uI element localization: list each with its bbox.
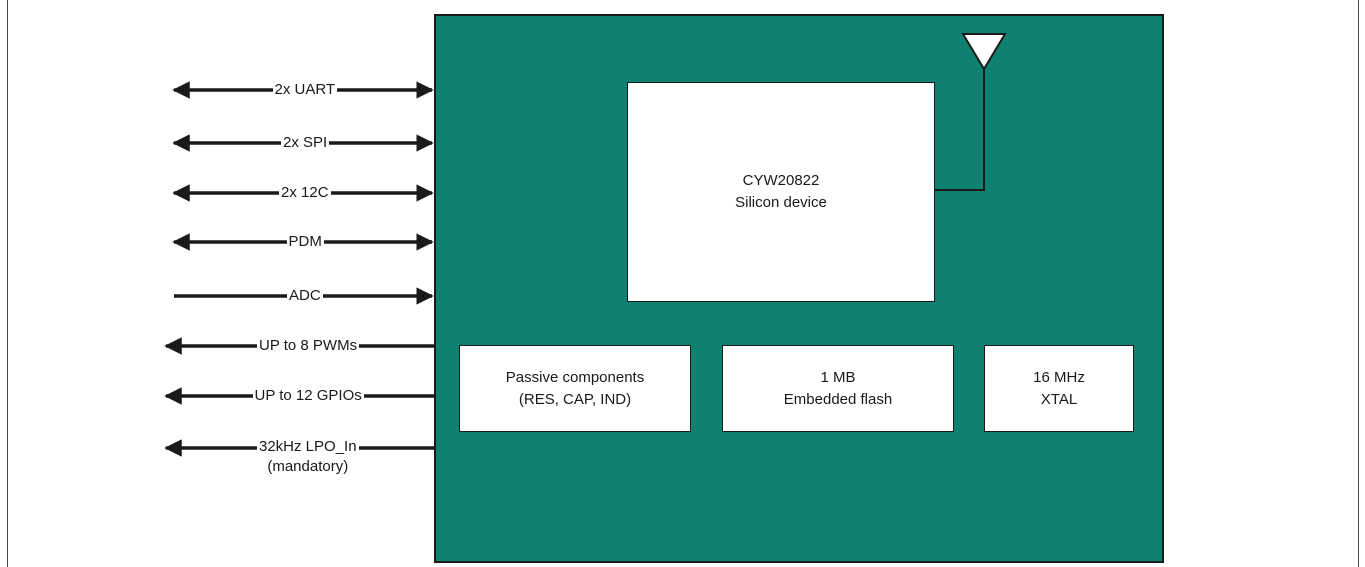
signal-label-text: 2x SPI xyxy=(283,134,328,151)
signal-label-text: 32kHz LPO_In xyxy=(259,438,357,455)
passive-components-box: Passive components (RES, CAP, IND) xyxy=(459,345,691,432)
signal-label-text: 2x 12C xyxy=(281,184,329,201)
xtal-box: 16 MHz XTAL xyxy=(984,345,1134,432)
silicon-device-box: CYW20822 Silicon device xyxy=(627,82,935,302)
signal-label-text: UP to 12 GPIOs xyxy=(254,387,362,404)
xtal-frequency: 16 MHz xyxy=(1033,368,1085,386)
chip-name: CYW20822 xyxy=(742,172,820,190)
passive-detail: (RES, CAP, IND) xyxy=(518,390,632,408)
flash-label: Embedded flash xyxy=(783,390,893,408)
signal-label: 32kHz LPO_In (mandatory) xyxy=(257,437,359,478)
xtal-label: XTAL xyxy=(1040,390,1078,408)
diagram-frame xyxy=(7,0,1359,567)
signal-label: PDM xyxy=(286,232,324,253)
embedded-flash-box: 1 MB Embedded flash xyxy=(722,345,954,432)
chip-description: Silicon device xyxy=(735,194,827,211)
antenna-icon xyxy=(935,33,1007,191)
signal-label-text: PDM xyxy=(288,233,322,250)
signal-label: 2x UART xyxy=(272,80,338,101)
flash-size: 1 MB xyxy=(820,368,856,386)
signal-label: 2x SPI xyxy=(281,133,330,154)
passive-title: Passive components xyxy=(505,368,645,386)
signal-label: UP to 8 PWMs xyxy=(257,336,360,357)
signal-label-text: ADC xyxy=(289,287,321,304)
signal-label-text: UP to 8 PWMs xyxy=(259,337,358,354)
signal-label: ADC xyxy=(287,286,323,307)
signal-label-text: 2x UART xyxy=(274,81,336,98)
signal-label: UP to 12 GPIOs xyxy=(252,386,364,407)
signal-label-subtext: (mandatory) xyxy=(267,458,349,476)
signal-label: 2x 12C xyxy=(279,183,331,204)
